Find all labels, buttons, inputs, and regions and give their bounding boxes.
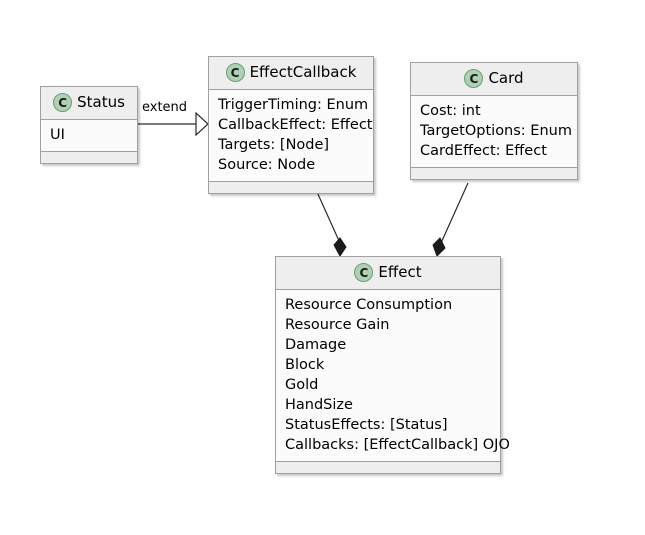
class-attribute: Resource Gain <box>285 317 390 333</box>
class-attribute: CallbackEffect: Effect <box>218 117 373 133</box>
composition-line <box>440 182 469 244</box>
class-badge-icon: C <box>354 263 374 282</box>
class-attribute: Gold <box>285 377 319 393</box>
class-attributes-effect: Resource Consumption Resource Gain Damag… <box>276 290 510 461</box>
class-name-effectcallback: EffectCallback <box>249 63 357 81</box>
uml-class-card[interactable]: C Card Cost: int TargetOptions: Enum Car… <box>410 62 578 180</box>
class-badge-icon: C <box>53 93 73 112</box>
class-header-effectcallback: C EffectCallback <box>209 57 373 90</box>
class-attribute: HandSize <box>285 397 353 413</box>
class-attribute: Block <box>285 357 325 373</box>
uml-class-effect[interactable]: C Effect Resource Consumption Resource G… <box>275 256 510 474</box>
uml-class-status[interactable]: C Status UI <box>40 86 138 164</box>
class-attribute: Targets: [Node] <box>218 137 330 153</box>
relation-effectcallback-composes-effect[interactable] <box>316 191 347 257</box>
relation-card-composes-effect[interactable] <box>432 182 469 257</box>
uml-class-effectcallback[interactable]: C EffectCallback TriggerTiming: Enum Cal… <box>208 56 374 194</box>
class-methods-compartment-effect <box>276 461 500 473</box>
class-methods-compartment-effectcallback <box>209 181 373 193</box>
filled-diamond-arrowhead <box>333 237 347 257</box>
class-attributes-status: UI <box>41 120 137 151</box>
class-attributes-effectcallback: TriggerTiming: Enum CallbackEffect: Effe… <box>209 90 373 181</box>
class-badge-icon: C <box>225 63 245 82</box>
class-attribute: Cost: int <box>420 103 481 119</box>
relation-status-extends-effectcallback[interactable] <box>129 111 209 137</box>
relation-label-extend: extend <box>142 100 188 115</box>
composition-line <box>316 191 341 244</box>
class-methods-compartment-card <box>411 167 577 179</box>
class-methods-compartment-status <box>41 151 137 163</box>
class-attribute: StatusEffects: [Status] <box>285 417 448 433</box>
class-header-status: C Status <box>41 87 137 120</box>
class-header-card: C Card <box>411 63 577 96</box>
class-name-effect: Effect <box>378 263 422 281</box>
class-attribute: Resource Consumption <box>285 297 453 313</box>
class-header-effect: C Effect <box>276 257 500 290</box>
class-attribute: UI <box>50 127 65 143</box>
class-badge-icon: C <box>464 69 484 88</box>
class-name-status: Status <box>77 93 125 111</box>
class-attribute: Source: Node <box>218 157 316 173</box>
hollow-triangle-arrowhead <box>195 111 209 137</box>
filled-diamond-arrowhead <box>432 237 446 257</box>
class-attributes-card: Cost: int TargetOptions: Enum CardEffect… <box>411 96 577 167</box>
class-attribute: Callbacks: [EffectCallback] OJO <box>285 437 510 453</box>
class-name-card: Card <box>488 69 524 87</box>
class-attribute: TriggerTiming: Enum <box>218 97 369 113</box>
class-attribute: CardEffect: Effect <box>420 143 547 159</box>
class-attribute: Damage <box>285 337 347 353</box>
class-attribute: TargetOptions: Enum <box>420 123 572 139</box>
